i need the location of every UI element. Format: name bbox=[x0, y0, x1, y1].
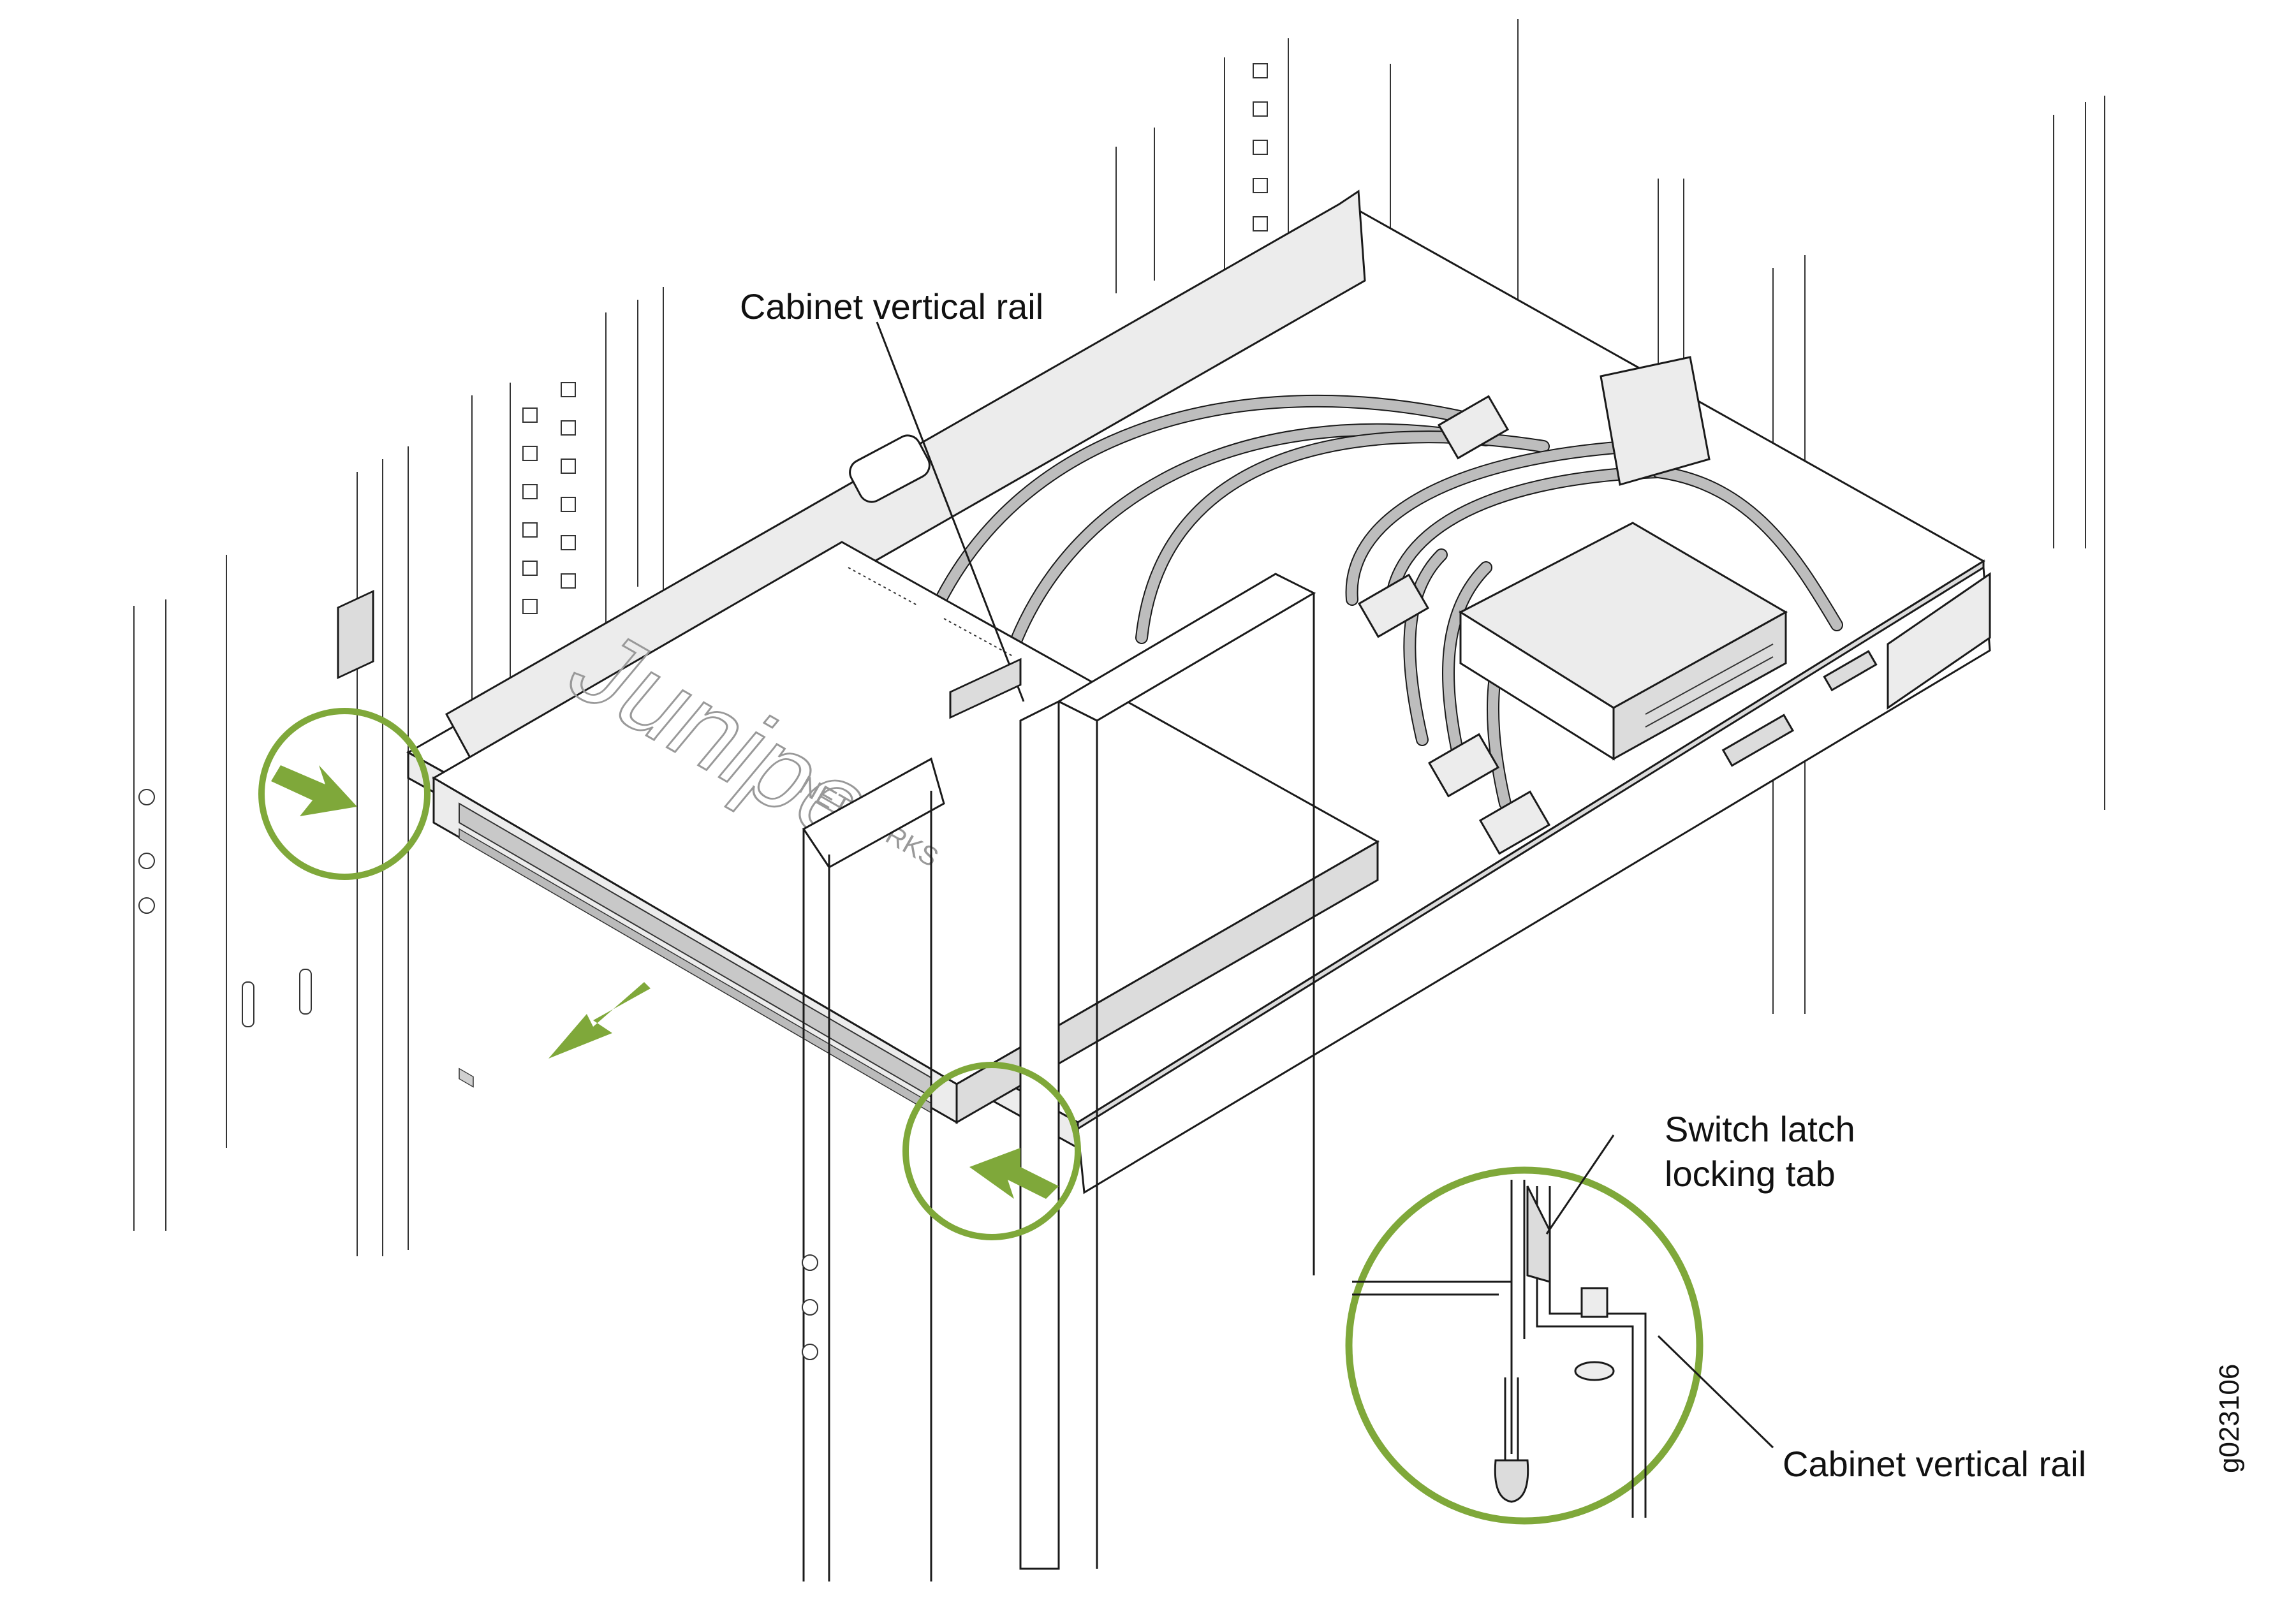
left-latch-callout bbox=[258, 590, 430, 880]
rear-rack-rails bbox=[1115, 19, 2105, 1014]
latch-tab-leader bbox=[1545, 1134, 1615, 1235]
label-switch-latch: Switch latch bbox=[1665, 1109, 1855, 1149]
power-module bbox=[1458, 356, 1788, 761]
label-cabinet-vertical-rail-top: Cabinet vertical rail bbox=[740, 286, 1043, 327]
top-rail-leader bbox=[876, 321, 1025, 702]
detail-zoom-callout bbox=[1345, 1166, 1704, 1525]
right-latch-callout bbox=[902, 657, 1081, 1240]
figure-id: g023106 bbox=[2214, 1364, 2245, 1473]
bottom-rail-leader bbox=[1657, 1335, 1774, 1449]
label-cabinet-vertical-rail-bottom: Cabinet vertical rail bbox=[1783, 1444, 2086, 1484]
pull-out-arrow bbox=[548, 982, 651, 1059]
front-vertical-rail-center bbox=[802, 573, 1316, 1581]
left-rail-holes bbox=[138, 382, 576, 1027]
label-locking-tab: locking tab bbox=[1665, 1154, 1836, 1194]
ethernet-ports bbox=[459, 1068, 474, 1088]
left-push-arrow bbox=[271, 765, 357, 816]
cable-bundle bbox=[899, 395, 1843, 855]
right-push-arrow bbox=[969, 1148, 1059, 1199]
